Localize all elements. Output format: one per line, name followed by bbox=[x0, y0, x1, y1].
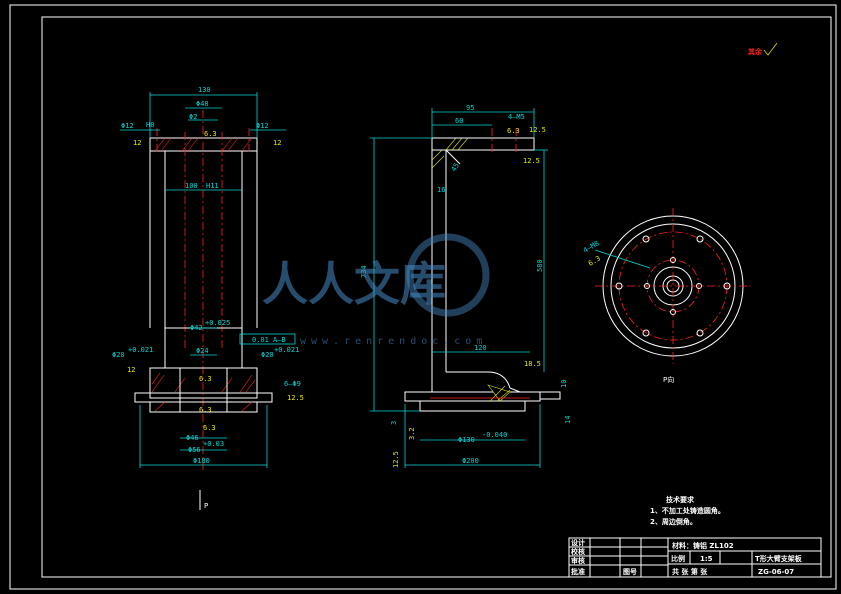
p-view-holes: 4—M8 bbox=[582, 239, 601, 254]
p-view: 4—M8 6.3 P向 bbox=[582, 208, 751, 384]
tech-title: 技术要求 bbox=[666, 495, 695, 504]
dim-hole-left: Φ12 bbox=[121, 122, 134, 130]
tb-row-design: 设计 bbox=[571, 538, 585, 547]
watermark-url: www.renrendoc.com bbox=[300, 336, 487, 347]
p-view-rough: 6.3 bbox=[587, 254, 602, 267]
side-top-plate bbox=[431, 137, 535, 151]
side-base-rib-hatch bbox=[487, 384, 511, 402]
rough-side-bottom: 3.2 bbox=[408, 427, 416, 440]
dim-bore-46: Φ46 bbox=[186, 434, 199, 442]
rough-side-step: 18.5 bbox=[524, 360, 541, 368]
rough-side-right: 12.5 bbox=[529, 126, 546, 134]
dim-inner-width: 100 bbox=[185, 182, 198, 190]
dim-hole-right: Φ12 bbox=[256, 122, 269, 130]
rough-side-base: 12.5 bbox=[392, 451, 400, 468]
rough-low: 6.3 bbox=[199, 406, 212, 414]
top-flange-hatch bbox=[154, 137, 253, 152]
dim-bore-56: Φ56 bbox=[188, 446, 201, 454]
runout-frame bbox=[239, 333, 296, 345]
watermark: 人人文库 www.renrendoc.com bbox=[262, 233, 490, 347]
dim-width-60: 60 bbox=[455, 117, 463, 125]
dim-od-front: Φ180 bbox=[193, 457, 210, 465]
base-lip bbox=[149, 401, 258, 413]
dim-bore-56-tol: +0.03 bbox=[203, 440, 224, 448]
dim-bore-bottom: Φ42 bbox=[190, 324, 203, 332]
side-view: 16 45 95 60 4—M5 6.3 12.5 12.5 734 580 1… bbox=[360, 104, 572, 468]
title-block: 设计 校核 审核 批准 图号 材料：铸铝 ZL102 比例 1:5 T形大臂支架… bbox=[568, 537, 822, 578]
dim-bore-20-left: Φ20 bbox=[112, 351, 125, 359]
dim-h-14: 14 bbox=[564, 416, 572, 424]
side-base-ear bbox=[539, 391, 561, 400]
dim-bore-24: Φ24 bbox=[196, 347, 209, 355]
tb-material: 材料：铸铝 ZL102 bbox=[671, 541, 734, 550]
runout-datum: A—B bbox=[273, 336, 286, 344]
tech-item-1: 1、不加工处铸造圆角。 bbox=[650, 506, 725, 515]
dim-bore-bottom-tol: +0.025 bbox=[205, 319, 230, 327]
dim-bore-20-left-tol: +0.021 bbox=[128, 346, 153, 354]
tb-row-review: 审核 bbox=[571, 556, 585, 565]
dim-inner-tol: H11 bbox=[206, 182, 219, 190]
side-base-fillet bbox=[446, 371, 521, 393]
side-base-lip bbox=[419, 400, 526, 412]
dim-vert-total: 734 bbox=[360, 265, 368, 278]
rough-front-left: 12 bbox=[133, 139, 141, 147]
rough-side-right2: 12.5 bbox=[523, 157, 540, 165]
dim-h-3: 3 bbox=[390, 421, 398, 425]
rough-bottom-left: 12 bbox=[127, 366, 135, 374]
lower-flange bbox=[149, 367, 258, 399]
watermark-text: 人人文库 bbox=[262, 257, 446, 311]
rough-side-top: 6.3 bbox=[507, 127, 520, 135]
tb-row-check: 校核 bbox=[571, 547, 585, 556]
runout-value: 0.01 bbox=[252, 336, 269, 344]
tech-requirements: 技术要求 1、不加工处铸造圆角。 2、周边倒角。 bbox=[650, 495, 725, 526]
p-view-caption: P向 bbox=[663, 375, 674, 384]
watermark-logo-icon bbox=[406, 233, 490, 317]
dim-bore-top: Φ48 bbox=[196, 100, 209, 108]
outer-border bbox=[9, 4, 837, 590]
roughness-symbol-icon bbox=[763, 42, 778, 56]
rough-bottom-right: 12.5 bbox=[287, 394, 304, 402]
dim-thread-side: 4—M5 bbox=[508, 113, 525, 121]
tb-name: T形大臂支架板 bbox=[755, 554, 803, 563]
tb-sheet-label: 图号 bbox=[623, 567, 637, 576]
dim-thread-front: 6—Φ9 bbox=[284, 380, 301, 388]
top-flange bbox=[149, 137, 258, 152]
tech-item-2: 2、周边倒角。 bbox=[650, 517, 697, 526]
p-view-leader bbox=[594, 249, 651, 269]
dim-bore-20-right-tol: +0.021 bbox=[274, 346, 299, 354]
tb-code: ZG-06-07 bbox=[758, 568, 794, 576]
corner-roughness-note: 其余 bbox=[748, 47, 763, 56]
side-base-plate bbox=[404, 391, 541, 402]
dim-width-95: 95 bbox=[466, 104, 474, 112]
dim-bore-small: Φ2 bbox=[189, 113, 197, 121]
rough-front-top: 6.3 bbox=[204, 130, 217, 138]
dim-vert-inner: 580 bbox=[536, 259, 544, 272]
rough-lowest: 6.3 bbox=[203, 424, 216, 432]
dim-width-120: 120 bbox=[474, 344, 487, 352]
dim-width-top: 130 bbox=[198, 86, 211, 94]
rough-front-right: 12 bbox=[273, 139, 281, 147]
rough-mid: 6.3 bbox=[199, 375, 212, 383]
tb-scale: 1:5 bbox=[700, 555, 713, 563]
front-view: 100 H11 130 Φ48 Φ2 Φ12 H8 Φ12 12 12 6.3 bbox=[112, 86, 304, 510]
dim-bore-130: Φ130 bbox=[458, 436, 475, 444]
inner-border bbox=[41, 16, 832, 578]
dim-h-10: 10 bbox=[560, 380, 568, 388]
dim-angle: 45 bbox=[450, 162, 461, 173]
tb-row-approve: 批准 bbox=[571, 567, 585, 576]
dim-bore-130-tol: -0.040 bbox=[482, 431, 507, 439]
tb-scale-label: 比例 bbox=[671, 554, 685, 563]
lower-flange-hatch bbox=[151, 372, 256, 412]
dim-rib: 16 bbox=[437, 186, 445, 194]
tb-sheet: 共 张 第 张 bbox=[672, 567, 708, 576]
dim-bore-20-right: Φ20 bbox=[261, 351, 274, 359]
section-mark: P bbox=[204, 502, 208, 510]
dim-fit-top: H8 bbox=[146, 121, 154, 129]
dim-od-200: Φ200 bbox=[462, 457, 479, 465]
